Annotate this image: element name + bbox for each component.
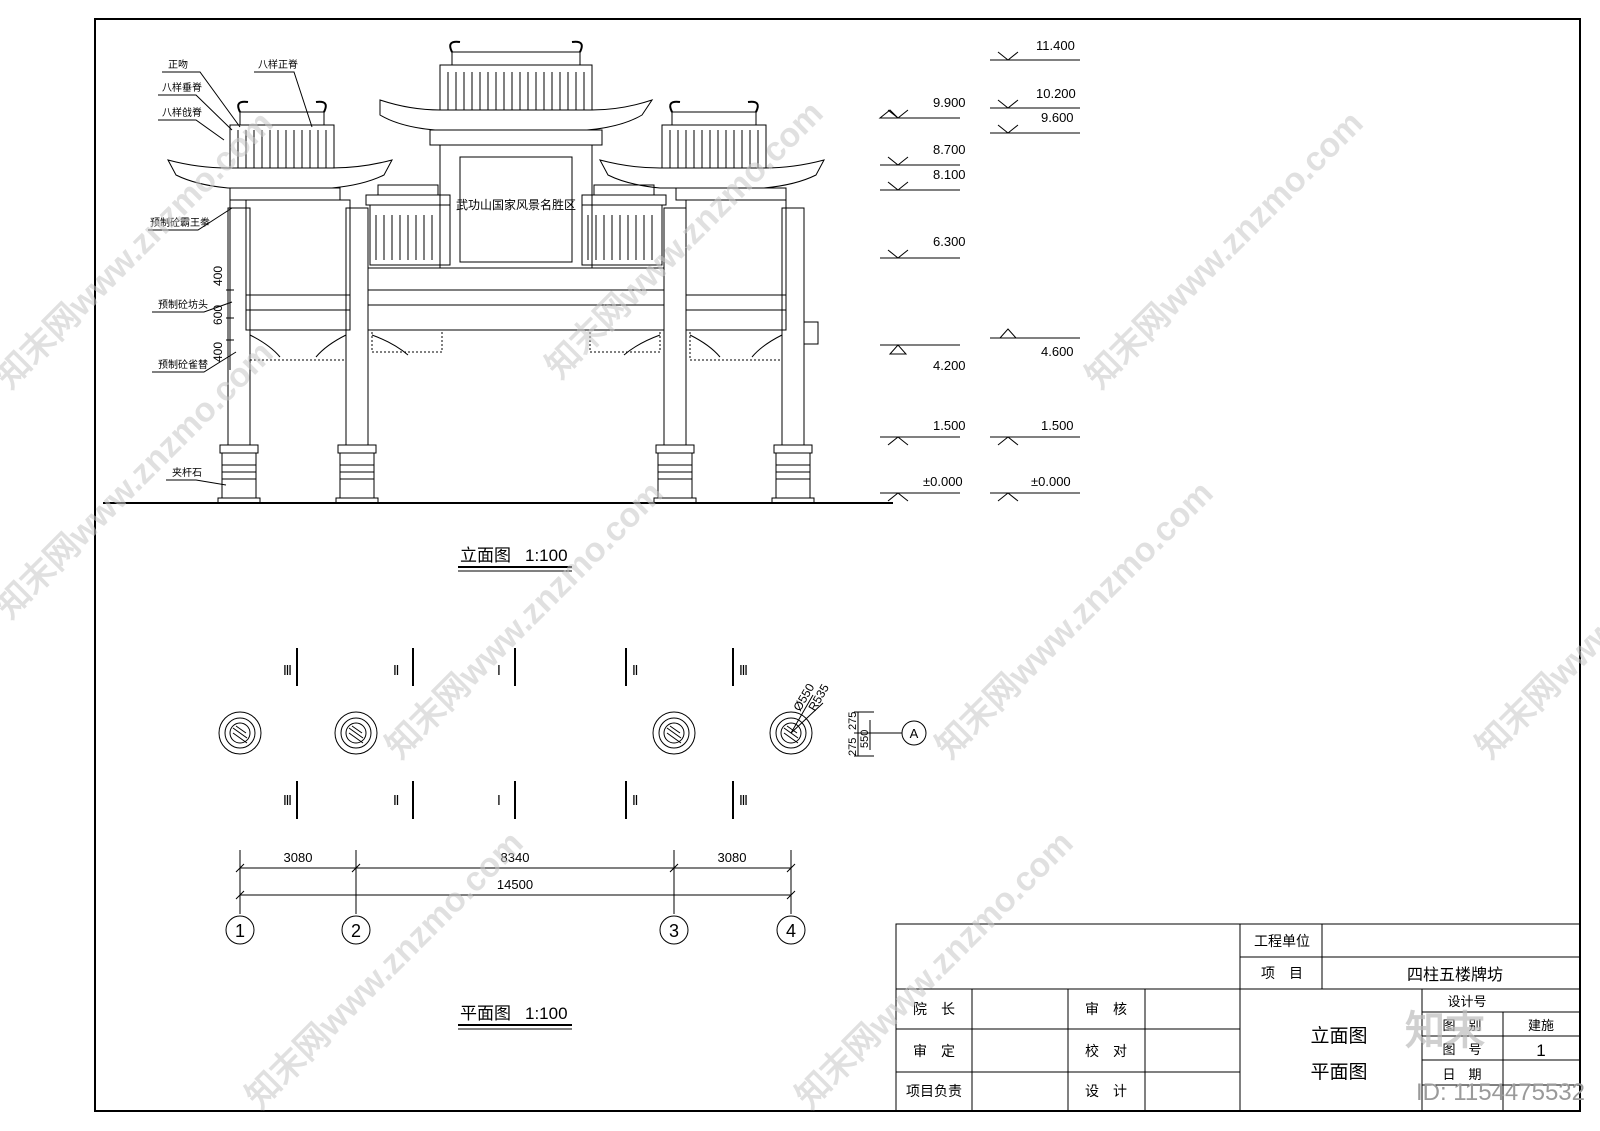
plan-title: 平面图 bbox=[460, 1004, 511, 1024]
vertical-dimensions: 400 600 400 bbox=[211, 200, 234, 370]
elevation-title: 立面图 bbox=[460, 546, 511, 566]
axis-1: 1 bbox=[235, 921, 245, 941]
elevation-drawing: 武功山国家风景名胜区 bbox=[103, 38, 1080, 572]
tb-project-label: 项 目 bbox=[1261, 966, 1303, 982]
elev-left-8100: 8.100 bbox=[933, 167, 966, 182]
side-dim-2: 275 bbox=[847, 738, 859, 756]
elev-left-1500: 1.500 bbox=[933, 418, 966, 433]
watermark-4: 知末网www.znzmo.com bbox=[0, 334, 281, 626]
span-1: 3080 bbox=[284, 850, 313, 865]
sec-bot-5: Ⅲ bbox=[739, 794, 748, 809]
elev-left-8700: 8.700 bbox=[933, 142, 966, 157]
tb-pm: 项目负责 bbox=[906, 1084, 962, 1100]
part-labels: 正吻 八样垂脊 八样戗脊 预制砼霸王拳 预制砼坊头 预制砼雀替 夹杆石 八样正脊 bbox=[148, 58, 313, 486]
plan-dimensions: 3080 8340 3080 14500 1 2 3 4 bbox=[225, 850, 806, 945]
tb-project-name: 四柱五楼牌坊 bbox=[1407, 965, 1503, 984]
sec-bot-1: Ⅲ bbox=[283, 794, 292, 809]
elevation-scale: 1:100 bbox=[525, 546, 568, 565]
elev-right-0: ±0.000 bbox=[1031, 474, 1071, 489]
label-chuiji: 八样垂脊 bbox=[162, 81, 202, 94]
plan-drawing: Ⅲ Ⅱ Ⅰ Ⅱ Ⅲ Ⅲ Ⅱ Ⅰ Ⅱ Ⅲ Ø550 R535 A 275 2 bbox=[218, 648, 927, 1030]
dim-400-top: 400 bbox=[211, 266, 225, 286]
label-fangtou: 预制砼坊头 bbox=[158, 298, 208, 311]
tb-category: 建施 bbox=[1528, 1019, 1554, 1034]
section-marks: Ⅲ Ⅱ Ⅰ Ⅱ Ⅲ Ⅲ Ⅱ Ⅰ Ⅱ Ⅲ bbox=[283, 648, 748, 819]
elevation-markers-left: 9.900 8.700 8.100 6.300 4.200 1.500 ±0.0… bbox=[878, 95, 966, 502]
columns bbox=[217, 207, 815, 504]
label-jiaganshi: 夹杆石 bbox=[172, 466, 202, 479]
sheet-border bbox=[94, 18, 1581, 1112]
tb-unit-label: 工程单位 bbox=[1254, 934, 1310, 950]
label-queti: 预制砼雀替 bbox=[158, 358, 208, 371]
sec-bot-4: Ⅱ bbox=[632, 794, 638, 809]
side-dim-1: 275 bbox=[847, 712, 859, 730]
label-zhengwen: 正吻 bbox=[168, 59, 188, 71]
label-bawangquan: 预制砼霸王拳 bbox=[150, 216, 210, 229]
tb-sheet: 1 bbox=[1536, 1041, 1545, 1060]
tb-sheet-label: 图 号 bbox=[1442, 1043, 1481, 1058]
dim-400-bottom: 400 bbox=[211, 342, 225, 362]
sec-top-4: Ⅱ bbox=[632, 664, 638, 679]
column-plan: Ø550 R535 A 275 275 550 bbox=[218, 681, 927, 757]
sec-top-2: Ⅱ bbox=[393, 664, 399, 679]
label-top-ridge: 八样正脊 bbox=[258, 58, 298, 71]
elev-right-9600: 9.600 bbox=[1041, 110, 1074, 125]
tb-approve: 审 定 bbox=[913, 1044, 955, 1060]
brand-logo: 知末 bbox=[1405, 1009, 1485, 1053]
image-id: ID: 1154475532 bbox=[1416, 1079, 1585, 1106]
elev-left-6300: 6.300 bbox=[933, 234, 966, 249]
tb-review: 审 核 bbox=[1085, 1002, 1127, 1018]
plan-scale: 1:100 bbox=[525, 1004, 568, 1023]
sec-bot-3: Ⅰ bbox=[497, 794, 501, 809]
axis-3: 3 bbox=[669, 921, 679, 941]
tb-date-label: 日 期 bbox=[1442, 1068, 1481, 1083]
label-qiangji: 八样戗脊 bbox=[162, 106, 202, 119]
sec-top-3: Ⅰ bbox=[497, 664, 501, 679]
watermarks: 知末网www.znzmo.com 知末网www.znzmo.com 知末网www… bbox=[0, 94, 1600, 1116]
sec-top-1: Ⅲ bbox=[283, 664, 292, 679]
side-dim-3: 550 bbox=[859, 730, 871, 748]
span-3: 3080 bbox=[718, 850, 747, 865]
elevation-markers-right: 11.400 10.200 9.600 4.600 1.500 ±0.000 bbox=[990, 38, 1080, 502]
axis-2: 2 bbox=[351, 921, 361, 941]
sec-top-5: Ⅲ bbox=[739, 664, 748, 679]
tb-design: 设 计 bbox=[1085, 1084, 1127, 1100]
tb-design-no: 设计号 bbox=[1447, 995, 1486, 1010]
watermark-6: 知末网www.znzmo.com bbox=[929, 474, 1221, 766]
roofs bbox=[167, 40, 825, 206]
watermark-3: 知末网www.znzmo.com bbox=[1079, 104, 1371, 396]
tb-drawing-name-1: 立面图 bbox=[1310, 1025, 1367, 1047]
elev-right-11400: 11.400 bbox=[1036, 38, 1075, 53]
plaque-text: 武功山国家风景名胜区 bbox=[456, 197, 576, 212]
tb-category-label: 图 别 bbox=[1442, 1019, 1481, 1034]
elev-right-1500: 1.500 bbox=[1041, 418, 1074, 433]
elev-left-9900: 9.900 bbox=[933, 95, 966, 110]
elev-left-4200: 4.200 bbox=[933, 358, 966, 373]
title-block: 工程单位 项 目 四柱五楼牌坊 院 长 审 定 项目负责 审 核 校 对 设 计… bbox=[895, 923, 1581, 1112]
axis-A-label: A bbox=[910, 726, 919, 741]
watermark-2: 知末网www.znzmo.com bbox=[539, 94, 831, 386]
elev-right-10200: 10.200 bbox=[1036, 86, 1076, 101]
elev-right-4600: 4.600 bbox=[1041, 344, 1074, 359]
tb-dean: 院 长 bbox=[913, 1002, 955, 1018]
axis-4: 4 bbox=[786, 921, 796, 941]
tb-check: 校 对 bbox=[1085, 1043, 1127, 1060]
dim-600: 600 bbox=[211, 305, 225, 325]
watermark-5: 知末网www.znzmo.com bbox=[379, 474, 671, 766]
elev-left-0: ±0.000 bbox=[923, 474, 963, 489]
sec-bot-2: Ⅱ bbox=[393, 794, 399, 809]
total-span: 14500 bbox=[497, 877, 533, 892]
tb-drawing-name-2: 平面图 bbox=[1310, 1061, 1367, 1083]
span-2: 8340 bbox=[501, 850, 530, 865]
